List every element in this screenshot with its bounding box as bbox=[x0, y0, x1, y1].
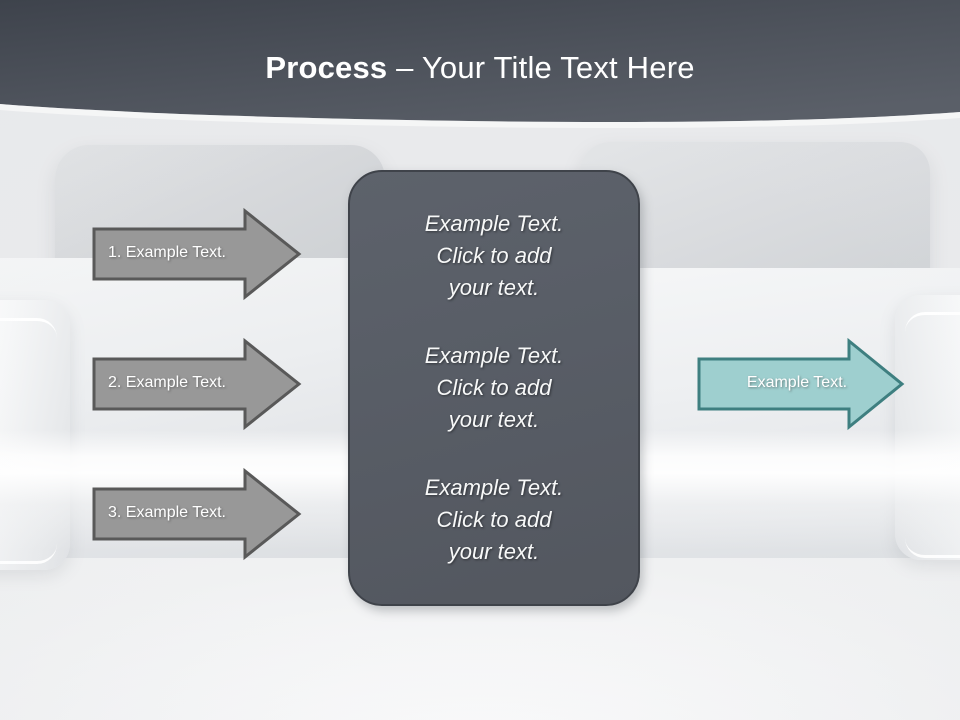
sofa-left-armrest-highlight bbox=[0, 318, 57, 564]
panel-block-2-line-2: Click to add bbox=[436, 375, 552, 400]
result-arrow[interactable]: Example Text. bbox=[697, 337, 905, 431]
panel-block-3-line-3: your text. bbox=[448, 539, 540, 564]
panel-text-block-1: Example Text. Click to add your text. bbox=[370, 208, 618, 304]
step-arrow-1[interactable]: 1. Example Text. bbox=[92, 207, 302, 301]
center-text-panel[interactable]: Example Text. Click to add your text. Ex… bbox=[348, 170, 640, 606]
page-title: Process – Your Title Text Here bbox=[0, 49, 960, 87]
panel-block-3-line-1: Example Text. bbox=[424, 475, 564, 500]
panel-block-2-line-3: your text. bbox=[448, 407, 540, 432]
panel-block-3-line-2: Click to add bbox=[436, 507, 552, 532]
panel-block-2-line-1: Example Text. bbox=[424, 343, 564, 368]
panel-block-1-line-2: Click to add bbox=[436, 243, 552, 268]
step-arrow-3[interactable]: 3. Example Text. bbox=[92, 467, 302, 561]
page-title-rest: – Your Title Text Here bbox=[387, 50, 695, 85]
panel-text-block-3: Example Text. Click to add your text. bbox=[370, 472, 618, 568]
panel-text-block-2: Example Text. Click to add your text. bbox=[370, 340, 618, 436]
page-title-strong: Process bbox=[265, 50, 388, 85]
step-arrow-2[interactable]: 2. Example Text. bbox=[92, 337, 302, 431]
sofa-right-armrest-highlight bbox=[905, 312, 960, 558]
header-banner: Process – Your Title Text Here bbox=[0, 0, 960, 140]
panel-block-1-line-1: Example Text. bbox=[424, 211, 564, 236]
panel-block-1-line-3: your text. bbox=[448, 275, 540, 300]
